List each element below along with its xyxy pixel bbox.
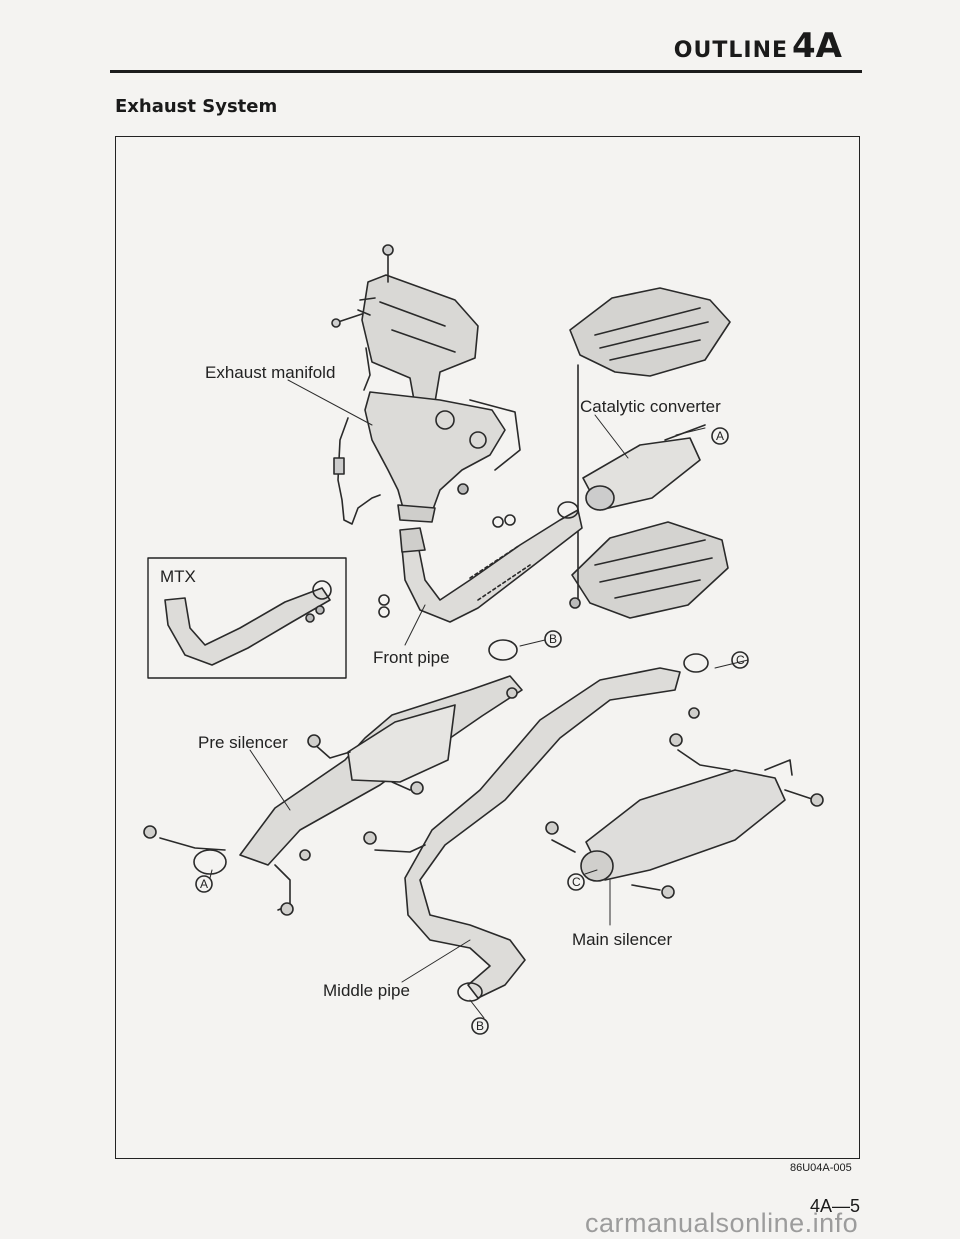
section-code: 4A — [792, 26, 842, 66]
leader-lines — [209, 379, 749, 1019]
main-silencer — [551, 749, 816, 891]
section-title: Exhaust System — [115, 96, 278, 117]
page-number: 4A—5 — [810, 1196, 861, 1216]
mtx-front-pipe — [164, 580, 332, 666]
figure-code: 86U04A-005 — [790, 1162, 852, 1174]
header-divider — [110, 70, 862, 73]
label-mtx: MTX — [160, 567, 196, 586]
manifold-heat-insulator — [357, 274, 479, 423]
label-catalytic-converter: Catalytic converter — [580, 397, 721, 416]
callout-a-top: A — [711, 427, 729, 445]
callout-c-top: C — [731, 651, 749, 669]
watermark: carmanualsonline.info — [585, 1208, 859, 1238]
upper-heat-shield — [569, 287, 731, 377]
callout-b-top: B — [544, 630, 562, 648]
oxygen-sensor-lead — [333, 347, 381, 525]
label-front-pipe: Front pipe — [373, 648, 450, 667]
callout-c-bottom: C — [567, 873, 585, 891]
label-exhaust-manifold: Exhaust manifold — [205, 363, 335, 382]
middle-pipe — [374, 653, 709, 1002]
callout-b-bottom: B — [471, 1017, 489, 1035]
exhaust-manifold — [364, 391, 521, 523]
gasket-front — [492, 501, 579, 528]
svg-text:A: A — [200, 877, 208, 891]
rubber-hangers — [143, 687, 824, 916]
label-middle-pipe: Middle pipe — [323, 981, 410, 1000]
bolt-top — [382, 244, 394, 283]
figure-frame — [115, 136, 860, 1159]
svg-text:B: B — [476, 1019, 484, 1033]
mtx-inset-box — [147, 557, 347, 679]
nuts-front — [378, 594, 390, 618]
shield-bolt — [569, 597, 581, 609]
section-word: OUTLINE — [673, 38, 789, 63]
callout-a-bottom: A — [195, 875, 213, 893]
svg-text:B: B — [549, 632, 557, 646]
label-main-silencer: Main silencer — [572, 930, 672, 949]
svg-text:C: C — [736, 653, 745, 667]
label-pre-silencer: Pre silencer — [198, 733, 288, 752]
lower-heat-shield — [571, 521, 729, 619]
front-pipe — [399, 509, 583, 623]
pre-silencer-assembly — [159, 639, 523, 911]
bolt-left — [331, 313, 363, 328]
catalytic-converter — [582, 424, 706, 511]
svg-text:C: C — [572, 875, 581, 889]
svg-text:A: A — [716, 429, 724, 443]
